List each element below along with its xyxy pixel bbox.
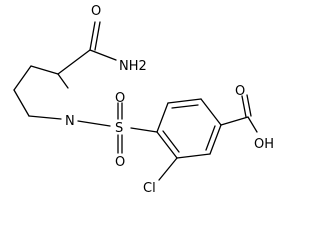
bond-cacid-oh (247, 116, 258, 133)
sulfonyl-o-lower-label: O (115, 155, 125, 170)
bond-c4-c5 (13, 89, 30, 117)
bond-camide-n (89, 49, 117, 61)
bond-cacid-o-b (246, 94, 252, 117)
carboxylic-acid-group (220, 94, 258, 133)
bond-camide-o-a (89, 21, 96, 51)
molecule-structure: O NH2 N S O O O OH Cl (13, 4, 274, 196)
bond-c4-c5 (209, 124, 222, 155)
acid-oh-label: OH (254, 137, 274, 152)
benzene-ring (156, 98, 222, 159)
bond-c4-c5-inner (205, 125, 216, 151)
sulfonyl-group (77, 102, 158, 154)
sulfonyl-o-upper-label: O (115, 91, 125, 106)
pyrrolidine-n-label: N (65, 114, 75, 129)
bond-c3-c4 (13, 65, 32, 91)
bond-c2-c3-inner (171, 104, 199, 109)
bond-c5-n (28, 115, 62, 120)
bond-c4-cacid (220, 116, 249, 126)
bond-c5-c6 (176, 153, 211, 159)
sulfonyl-s-label: S (115, 121, 123, 136)
bond-c2-c3 (30, 65, 59, 75)
bond-n-s (77, 120, 111, 127)
bond-s-aryl (130, 127, 158, 133)
bond-cacid-o-a (241, 95, 247, 118)
bond-c3-c4 (200, 98, 222, 126)
pyrrolidine-ring (13, 65, 69, 120)
carbonyl-o-amide-label: O (91, 4, 101, 19)
bond-c1-c2 (156, 102, 169, 133)
bond-n-c2 (57, 73, 69, 89)
amide-nh2-label: NH2 (119, 59, 147, 74)
bond-c6-c1-inner (162, 130, 180, 153)
bond-c6-cl (158, 157, 178, 181)
bond-c2-c3 (167, 98, 202, 104)
bond-c6-c1 (156, 131, 178, 159)
chlorine-label: Cl (143, 181, 156, 196)
bond-c2-camide (57, 49, 91, 75)
bond-camide-o-b (94, 21, 101, 51)
carbonyl-o-acid-label: O (235, 84, 245, 99)
carboxamide-group (57, 21, 117, 75)
